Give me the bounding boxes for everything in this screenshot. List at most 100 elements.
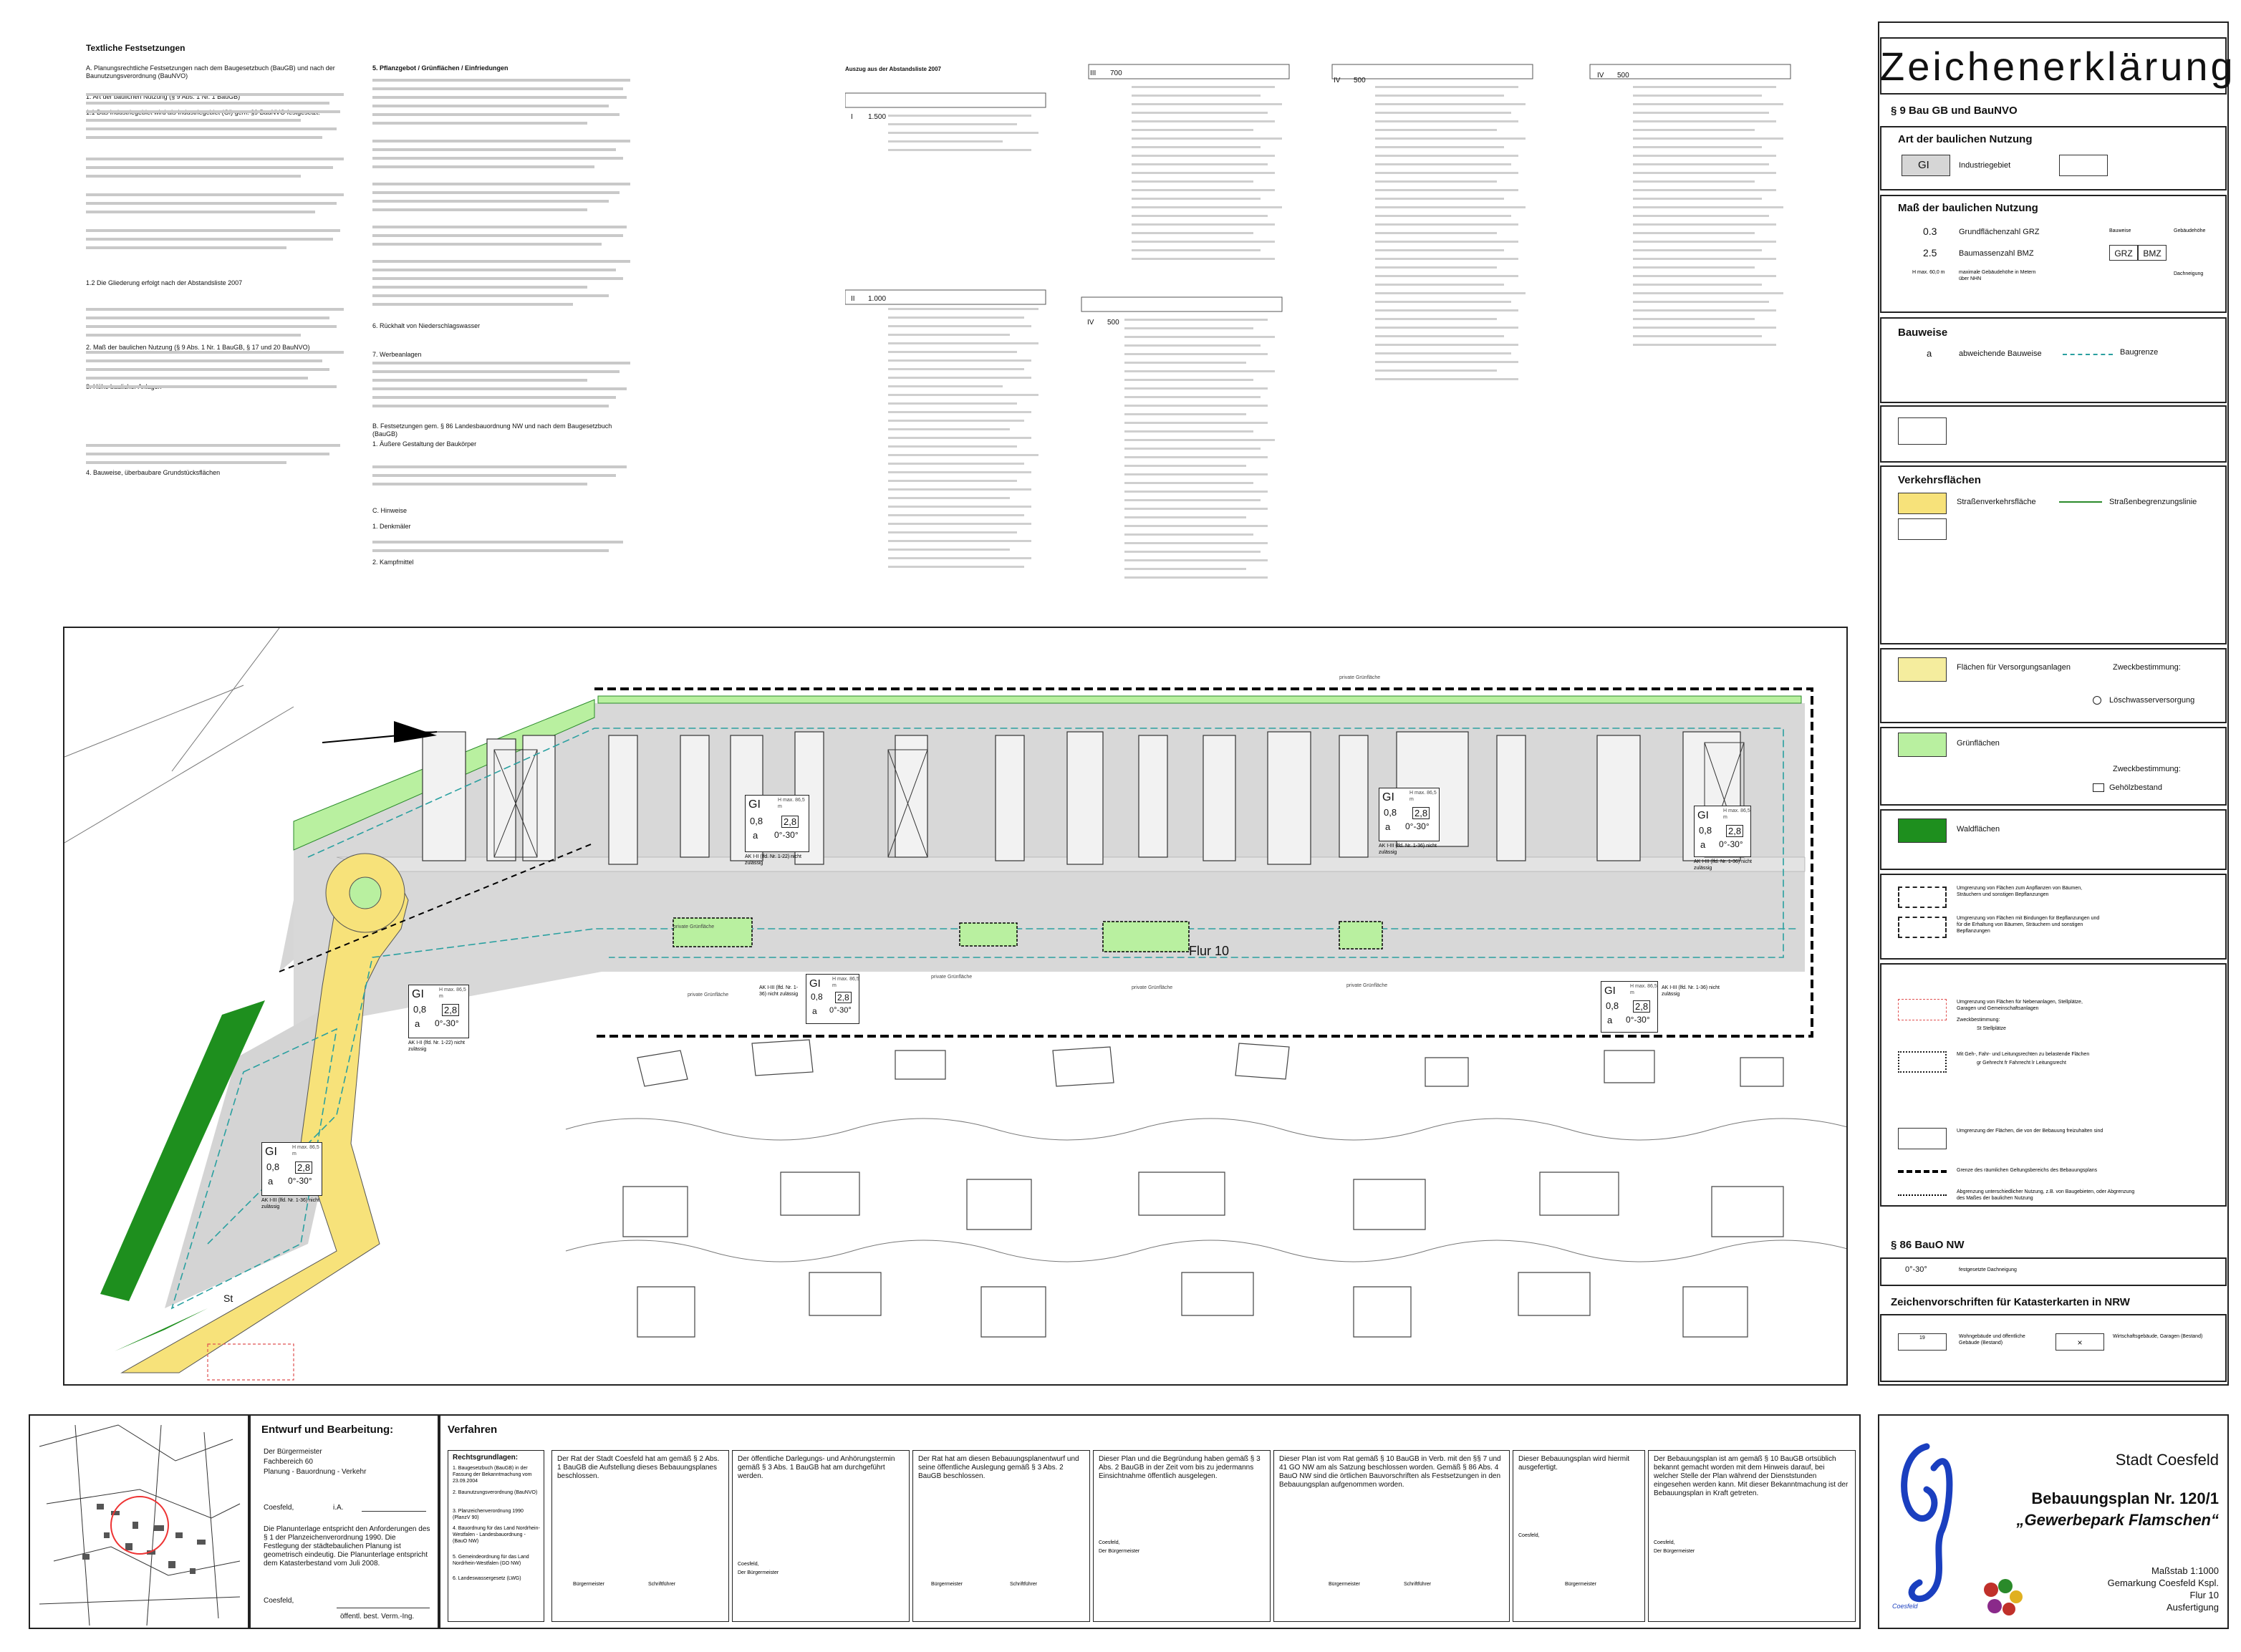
- legend-box-mass: [1880, 195, 2227, 313]
- legend-gi-swatch: [1902, 155, 1950, 176]
- legend-versorgung-swatch: [1898, 657, 1947, 682]
- green-area-label: private Grünfläche: [1346, 983, 1388, 988]
- legend-umgrenzung2: Umgrenzung von Flächen mit Bindungen für…: [1957, 916, 2100, 934]
- legend-umgr2-swatch: [1898, 917, 1947, 938]
- legend-baugrenze-line: [2063, 354, 2113, 355]
- entwurf-ia: i.A.: [333, 1504, 344, 1512]
- legend-box-gruen: [1880, 727, 2227, 806]
- gi-grz: 0,8: [1699, 825, 1712, 836]
- legend-strassenbegr: Straßenbegrenzungslinie: [2109, 498, 2197, 506]
- legend-box-versorgung: [1880, 648, 2227, 723]
- notes-mid-item: 2. Kampfmittel: [372, 559, 414, 566]
- legend-box-verkehr: [1880, 465, 2227, 644]
- legend-gebaeude: Gebäudehöhe: [2174, 228, 2206, 233]
- legend-abgrenzung: Abgrenzung unterschiedlicher Nutzung, z.…: [1957, 1189, 2135, 1201]
- textual-notes-mid: 5. Pflanzgebot / Grünflächen / Einfriedu…: [372, 64, 645, 580]
- gi-bauweise: a: [1607, 1015, 1613, 1025]
- gi-ak-note: AK I-III (lfd. Nr. 1-36) nicht zulässig: [759, 985, 799, 997]
- gi-bmz: 2,8: [295, 1161, 313, 1174]
- gi-box: GI H max. 86,5 m 0,8 2,8 a 0°-30°: [408, 985, 469, 1038]
- gi-hmax: H max. 86,5 m: [1723, 808, 1750, 820]
- gi-label: GI: [412, 988, 424, 1000]
- proc-text: Dieser Plan ist vom Rat gemäß § 10 BauGB…: [1279, 1455, 1501, 1489]
- legend-gruen-swatch: [1898, 733, 1947, 757]
- green-area-label: private Grünfläche: [688, 992, 729, 998]
- legend-baugrenze: Baugrenze: [2120, 348, 2159, 357]
- legend-box-bauweise: [1880, 317, 2227, 403]
- legend-verkehr-title: Verkehrsflächen: [1898, 474, 1981, 486]
- notes-mid-item: 6. Rückhalt von Niederschlagswasser: [372, 322, 481, 329]
- table-distance: 1.000: [868, 295, 887, 303]
- legend-roof-text: festgesetzte Dachneigung: [1959, 1267, 2017, 1272]
- legend-grenze: Grenze des räumlichen Geltungsbereichs d…: [1957, 1168, 2098, 1173]
- proc-text: Der Rat der Stadt Coesfeld hat am gemäß …: [557, 1455, 720, 1480]
- legend-zweck3: Zweckbestimmung:: [1957, 1018, 2000, 1023]
- proc-box-4: [1093, 1450, 1271, 1622]
- proc-sig: Bürgermeister: [1329, 1582, 1360, 1587]
- table-class: IV: [1597, 72, 1604, 79]
- gi-bmz: 2,8: [1726, 825, 1744, 837]
- legend-bmz-text: Baumassenzahl BMZ: [1959, 249, 2034, 258]
- table-distance: 500: [1617, 72, 1629, 79]
- entwurf-line: Planung - Bauordnung - Verkehr: [264, 1468, 367, 1476]
- gi-roof: 0°-30°: [829, 1006, 852, 1015]
- coat-of-arms-icon: [1984, 1579, 2023, 1615]
- table-class: IV: [1087, 319, 1094, 327]
- gi-label: GI: [1382, 791, 1394, 803]
- rechts-item: 1. Baugesetzbuch (BauGB) in der Fassung …: [453, 1466, 532, 1484]
- proc-box-7: [1648, 1450, 1856, 1622]
- table-class: IV: [1334, 77, 1341, 84]
- gi-bauweise: a: [1385, 821, 1391, 832]
- title-city: Stadt Coesfeld: [2115, 1451, 2219, 1469]
- rechts-item: 4. Bauordnung für das Land Nordrhein-Wes…: [453, 1526, 540, 1544]
- proc-sig: Coesfeld,: [1099, 1540, 1120, 1545]
- legend-wirt: Wirtschaftsgebäude, Garagen (Bestand): [2113, 1334, 2203, 1339]
- site-map: [64, 628, 1846, 1381]
- rechts-title: Rechtsgrundlagen:: [453, 1454, 519, 1462]
- table-class: III: [1090, 69, 1097, 77]
- gi-roof: 0°-30°: [288, 1176, 312, 1186]
- legend-box-art: [1880, 126, 2227, 190]
- legend-wald: Waldflächen: [1957, 825, 2000, 834]
- legend-box-empty: [1880, 405, 2227, 463]
- vermessung: öffentl. best. Verm.-Ing.: [340, 1613, 415, 1620]
- green-area-label: private Grünfläche: [1339, 675, 1381, 680]
- legend-geh-swatch: [1898, 1051, 1947, 1073]
- legend-gi: GI: [1918, 159, 1929, 171]
- legend-box-neben: [1880, 963, 2227, 1207]
- legend-geh: Mit Geh-, Fahr- und Leitungsrechten zu b…: [1957, 1052, 2090, 1057]
- legend-umgr-bebauung-swatch: [1898, 1128, 1947, 1149]
- legend-kataster-title: Zeichenvorschriften für Katasterkarten i…: [1891, 1296, 2130, 1308]
- gi-roof: 0°-30°: [774, 830, 799, 840]
- gi-bmz: 2,8: [442, 1004, 460, 1016]
- notes-mid-item: C. Hinweise: [372, 507, 408, 514]
- green-area-label: private Grünfläche: [931, 975, 973, 980]
- legend-gruen: Grünflächen: [1957, 739, 2000, 748]
- notes-section-a: A. Planungsrechtliche Festsetzungen nach…: [86, 64, 335, 79]
- proc-sig: Schriftführer: [648, 1582, 676, 1587]
- legend-dachneigung: Dachneigung: [2174, 271, 2204, 276]
- legend-strassen: Straßenverkehrsfläche: [1957, 498, 2036, 506]
- gi-box: GI H max. 86,5 m 0,8 2,8 a 0°-30°: [1379, 788, 1440, 841]
- legend-zweck1: Zweckbestimmung:: [2113, 663, 2181, 672]
- gi-hmax: H max. 86,5 m: [1630, 984, 1657, 995]
- legend-neben: Umgrenzung von Flächen für Nebenanlagen,…: [1957, 1000, 2083, 1011]
- legend-empty-swatch: [2059, 155, 2108, 176]
- gi-bmz: 2,8: [781, 816, 799, 828]
- notes-item: 1. Art der baulichen Nutzung (§ 9 Abs. 1…: [86, 93, 241, 100]
- overview-map-box: [29, 1414, 249, 1629]
- title-plan-no: Bebauungsplan Nr. 120/1: [2031, 1489, 2219, 1507]
- entwurf-box: [249, 1414, 439, 1629]
- abstand-tables: [845, 64, 1791, 579]
- legend-umgr1-swatch: [1898, 887, 1947, 908]
- proc-box-1: [551, 1450, 729, 1622]
- gi-bmz: 2,8: [835, 992, 852, 1003]
- gi-grz: 0,8: [1384, 807, 1397, 818]
- rechts-item: 5. Gemeindeordnung für das Land Nordrhei…: [453, 1555, 529, 1566]
- logo-text: Coesfeld: [1892, 1603, 1918, 1610]
- proc-sig: Bürgermeister: [573, 1582, 604, 1587]
- gi-roof: 0°-30°: [1405, 821, 1430, 831]
- proc-sig: Schriftführer: [1404, 1582, 1432, 1587]
- proc-text: Der öffentliche Darlegungs- und Anhörung…: [738, 1455, 895, 1480]
- entwurf-coesfeld-2: Coesfeld,: [264, 1597, 294, 1605]
